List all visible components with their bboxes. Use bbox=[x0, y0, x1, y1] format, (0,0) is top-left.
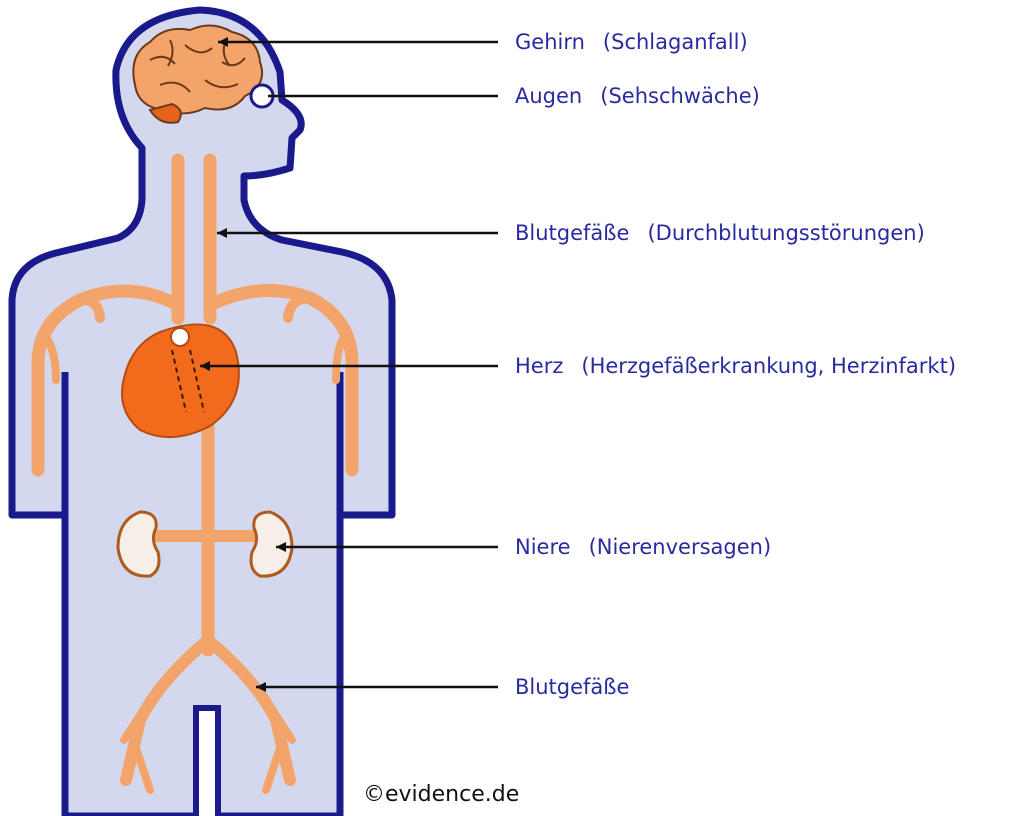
left-kidney-icon bbox=[118, 512, 159, 576]
label-kidney: Niere (Nierenversagen) bbox=[515, 537, 771, 558]
label-vessels-lower-organ: Blutgefäße bbox=[515, 675, 629, 699]
label-heart-organ: Herz bbox=[515, 354, 563, 378]
label-brain-organ: Gehirn bbox=[515, 30, 585, 54]
label-eyes-organ: Augen bbox=[515, 84, 582, 108]
label-vessels-upper-organ: Blutgefäße bbox=[515, 221, 629, 245]
label-brain: Gehirn (Schlaganfall) bbox=[515, 32, 748, 53]
copyright-notice: ©evidence.de bbox=[363, 784, 519, 806]
label-eyes: Augen (Sehschwäche) bbox=[515, 86, 760, 107]
label-vessels-upper-condition: (Durchblutungsstörungen) bbox=[647, 221, 924, 245]
label-kidney-condition: (Nierenversagen) bbox=[589, 535, 772, 559]
label-heart: Herz (Herzgefäßerkrankung, Herzinfarkt) bbox=[515, 356, 956, 377]
leg-gap bbox=[196, 708, 218, 816]
label-kidney-organ: Niere bbox=[515, 535, 571, 559]
label-brain-condition: (Schlaganfall) bbox=[603, 30, 748, 54]
label-eyes-condition: (Sehschwäche) bbox=[600, 84, 760, 108]
label-vessels-upper: Blutgefäße (Durchblutungsstörungen) bbox=[515, 223, 925, 244]
label-vessels-lower: Blutgefäße bbox=[515, 677, 629, 698]
label-heart-condition: (Herzgefäßerkrankung, Herzinfarkt) bbox=[581, 354, 956, 378]
